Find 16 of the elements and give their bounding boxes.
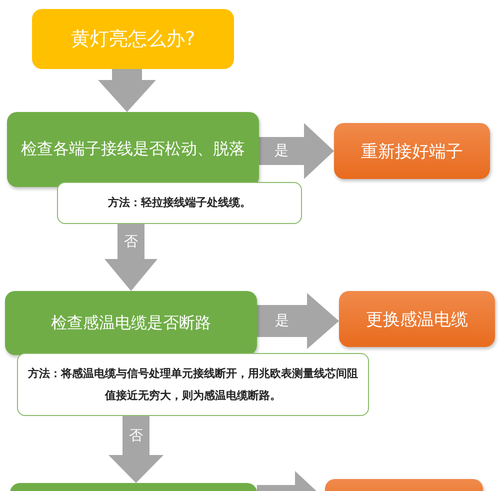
block-arrow: [257, 293, 339, 349]
edge-label: 是: [274, 142, 288, 160]
edge-label: 是: [275, 312, 289, 330]
block-arrow: [259, 123, 334, 179]
action-box: 更换感温电缆: [339, 291, 495, 347]
action-box: 重新接好端子: [334, 123, 490, 179]
edge-label: 否: [124, 232, 138, 250]
process-box: 检查感温电缆是否断路: [5, 291, 257, 355]
start-box: 黄灯亮怎么办?: [32, 9, 234, 69]
block-arrow: [98, 69, 156, 112]
method-note: 方法：将感温电缆与信号处理单元接线断开，用兆欧表测量线芯间阻值接近无穷大，则为感温电缆断路。: [17, 353, 369, 416]
method-note: 方法：轻拉接线端子处线缆。: [57, 182, 302, 224]
block-arrow: [104, 224, 158, 291]
process-box: 检查各端子接线是否松动、脱落: [7, 112, 259, 187]
block-arrow: [108, 416, 164, 483]
edge-label: 否: [129, 426, 143, 444]
